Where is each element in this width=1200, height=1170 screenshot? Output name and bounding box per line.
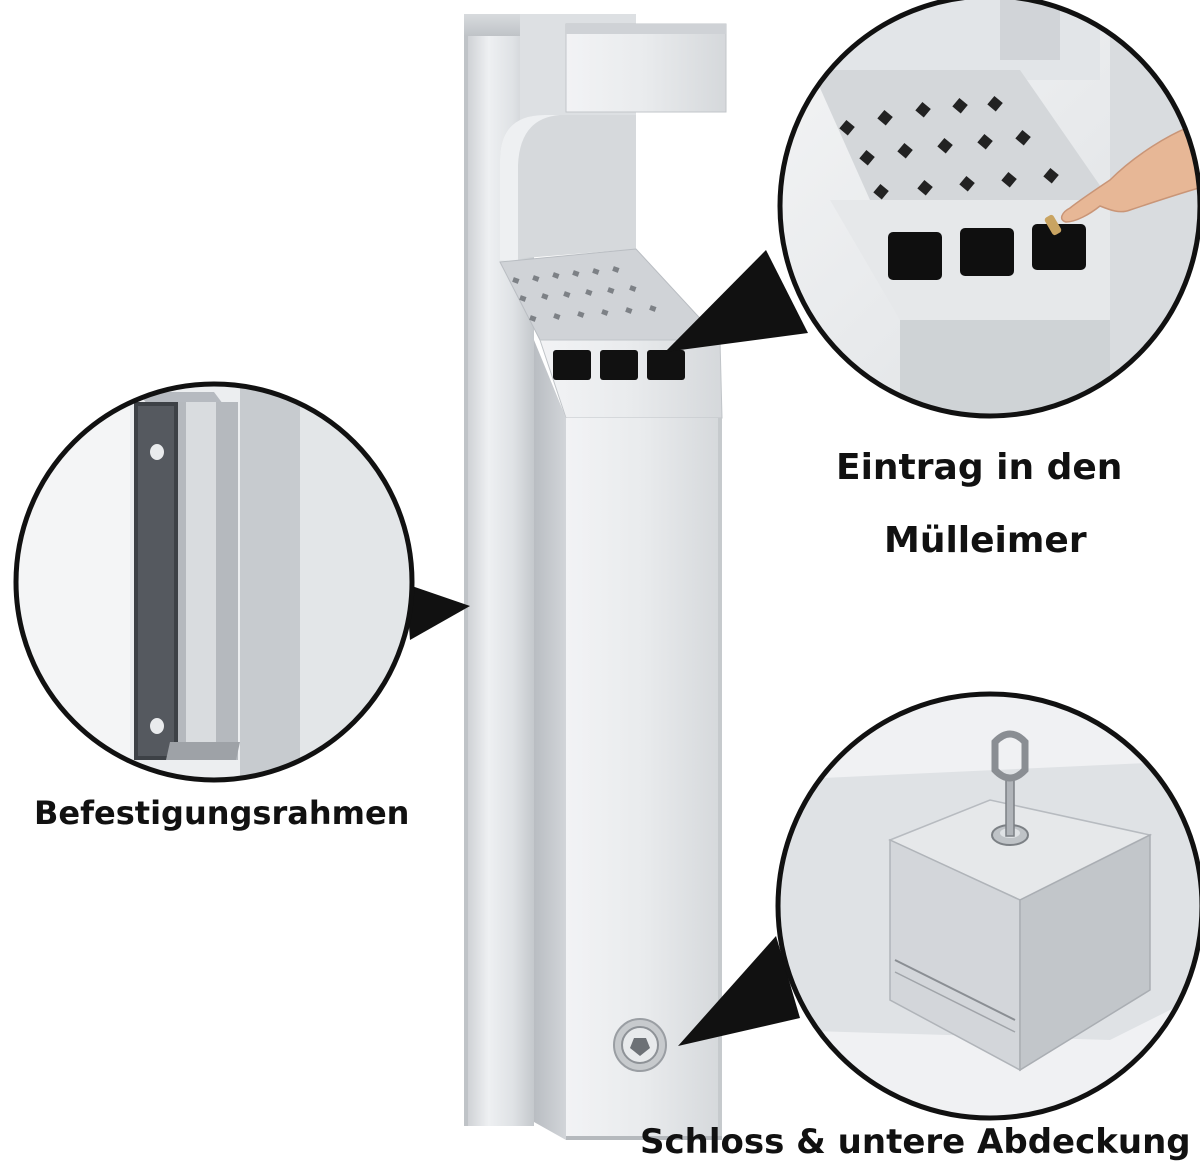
pointer-bottom xyxy=(678,936,800,1046)
label-entry-line-2: Mülleimer xyxy=(884,520,1087,561)
slot-3 xyxy=(647,350,685,380)
detail-circle-slots xyxy=(780,0,1200,416)
main-product xyxy=(464,14,727,1140)
pointer-top xyxy=(665,250,808,352)
label-mounting-frame: Befestigungsrahmen xyxy=(34,794,410,832)
slot-1 xyxy=(553,350,591,380)
key-icon xyxy=(991,730,1029,846)
rain-hood xyxy=(565,23,727,113)
detail-circle-lock xyxy=(778,694,1200,1118)
ash-grate xyxy=(499,248,722,341)
label-entry-line-1: Eintrag in den xyxy=(836,447,1123,488)
pointer-left xyxy=(406,584,470,640)
label-lock-cover: Schloss & untere Abdeckung xyxy=(640,1122,1191,1162)
lock-cylinder xyxy=(613,1018,667,1072)
column-side xyxy=(534,340,566,1140)
slot-2 xyxy=(600,350,638,380)
hand xyxy=(1060,119,1200,223)
grate-holes xyxy=(512,266,657,322)
